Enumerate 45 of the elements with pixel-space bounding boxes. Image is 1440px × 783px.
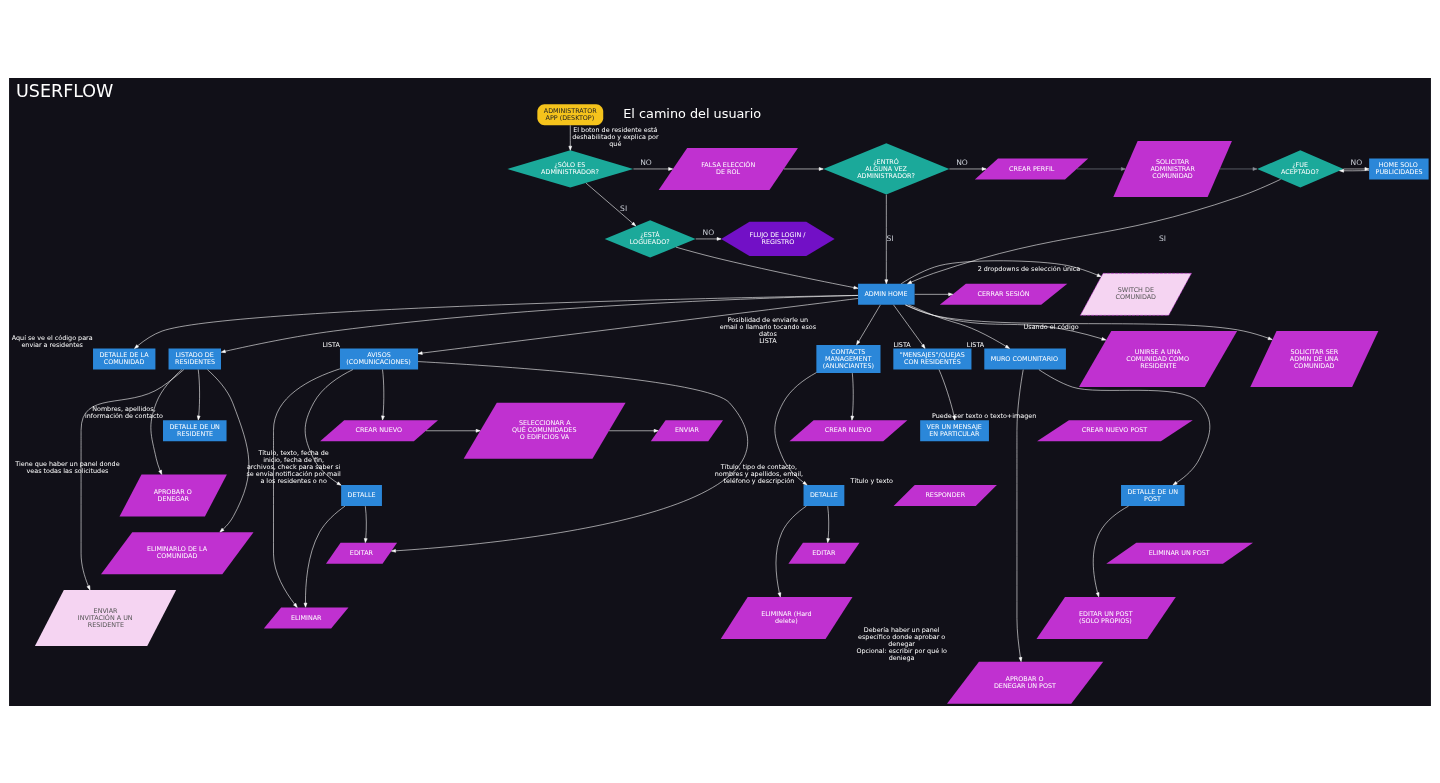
arrow [908, 304, 1010, 349]
arrow [1343, 166, 1370, 171]
arrow [207, 368, 250, 532]
arrow [893, 304, 926, 349]
arrow [568, 124, 572, 151]
arrow [1016, 368, 1024, 662]
arrow [364, 505, 368, 543]
arrow [1339, 168, 1370, 172]
arrow [391, 360, 747, 553]
arrow [197, 368, 201, 420]
arrow [425, 428, 481, 432]
arrow [905, 304, 1107, 340]
arrow [417, 297, 859, 355]
arrow [775, 505, 807, 597]
arrow [904, 304, 1273, 340]
arrow [826, 505, 830, 543]
diagram-title: USERFLOW [16, 80, 114, 101]
arrow [914, 292, 953, 296]
arrow [220, 294, 859, 353]
arrow [134, 294, 859, 349]
arrow [1076, 166, 1126, 171]
arrow [850, 372, 855, 420]
arrow [900, 260, 1102, 284]
arrow [884, 193, 889, 284]
arrow [774, 371, 817, 485]
arrow [856, 304, 881, 345]
arrow [633, 166, 673, 171]
arrow [608, 428, 659, 432]
label: El camino del usuario [623, 105, 762, 121]
arrow [304, 368, 354, 485]
arrow [273, 368, 341, 608]
arrow [907, 178, 1281, 284]
arrow [585, 182, 637, 226]
arrow [303, 505, 346, 607]
arrow [783, 166, 824, 171]
arrow [1038, 368, 1211, 485]
arrow [80, 368, 185, 590]
arrow [381, 368, 385, 420]
arrow [695, 236, 722, 241]
arrow [1219, 166, 1258, 171]
arrow [675, 246, 859, 289]
arrow [938, 368, 956, 420]
arrow [150, 368, 183, 475]
arrow [1092, 505, 1129, 597]
arrow [949, 166, 987, 171]
